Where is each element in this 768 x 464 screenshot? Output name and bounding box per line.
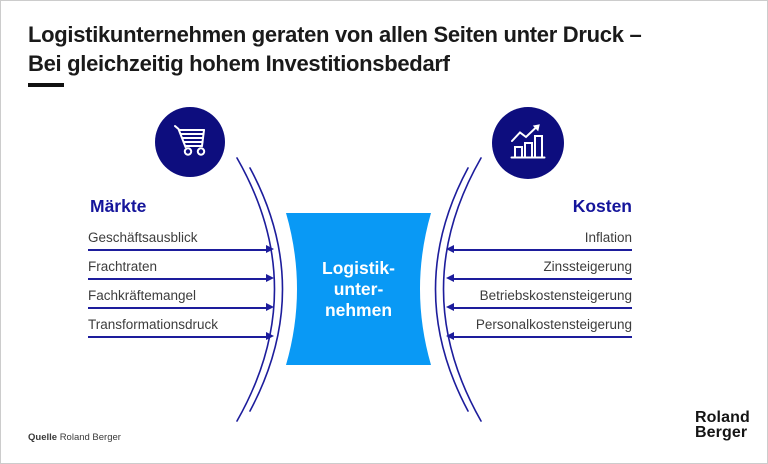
source-label: Quelle [28, 432, 58, 443]
left-item-label: Fachkräftemangel [88, 288, 197, 303]
right-item-label: Personalkostensteigerung [475, 317, 632, 332]
right-arrow-icon [88, 303, 274, 313]
right-section-heading: Kosten [572, 196, 632, 216]
left-item-label: Transformationsdruck [88, 317, 219, 332]
left-item-label: Geschäftsausblick [88, 230, 198, 245]
list-item: Zinssteigerung [446, 259, 632, 284]
left-arrow-icon [446, 332, 632, 342]
title-dash [28, 83, 64, 87]
left-outer-arc [236, 157, 276, 422]
source-value: Roland Berger [59, 432, 121, 443]
right-outer-arc [442, 157, 482, 422]
left-item-label: Frachtraten [88, 259, 158, 274]
left-items-column: Geschäftsausblick Frachtraten Fachkräfte… [88, 230, 274, 346]
right-arrow-icon [88, 274, 274, 284]
left-section-heading: Märkte [90, 196, 147, 216]
right-items-column: Inflation Zinssteigerung Betriebskostens… [446, 230, 632, 346]
page-title-line2: Bei gleichzeitig hohem Investitionsbedar… [28, 51, 450, 76]
left-inner-arc [249, 167, 284, 412]
source-note: Quelle Roland Berger [28, 432, 121, 443]
page-title: Logistikunternehmen geraten von allen Se… [28, 20, 738, 78]
list-item: Fachkräftemangel [88, 288, 274, 313]
right-arrow-icon [88, 245, 274, 255]
list-item: Betriebskostensteigerung [446, 288, 632, 313]
list-item: Geschäftsausblick [88, 230, 274, 255]
left-arrow-icon [446, 303, 632, 313]
pressure-arcs [236, 157, 482, 422]
left-arrow-icon [446, 245, 632, 255]
growth-chart-icon [492, 107, 564, 179]
center-label: Logistik- unter- nehmen [322, 257, 395, 320]
right-arrow-icon [88, 332, 274, 342]
right-item-label: Zinssteigerung [543, 259, 632, 274]
page-title-line1: Logistikunternehmen geraten von allen Se… [28, 22, 642, 47]
list-item: Inflation [446, 230, 632, 255]
list-item: Personalkostensteigerung [446, 317, 632, 342]
right-inner-arc [434, 167, 469, 412]
right-item-label: Inflation [584, 230, 632, 245]
left-arrow-icon [446, 274, 632, 284]
list-item: Frachtraten [88, 259, 274, 284]
list-item: Transformationsdruck [88, 317, 274, 342]
right-item-label: Betriebskostensteigerung [479, 288, 632, 303]
center-box-shape [286, 213, 431, 365]
roland-berger-logo: Roland Berger [695, 409, 750, 441]
shopping-cart-icon [155, 107, 225, 177]
